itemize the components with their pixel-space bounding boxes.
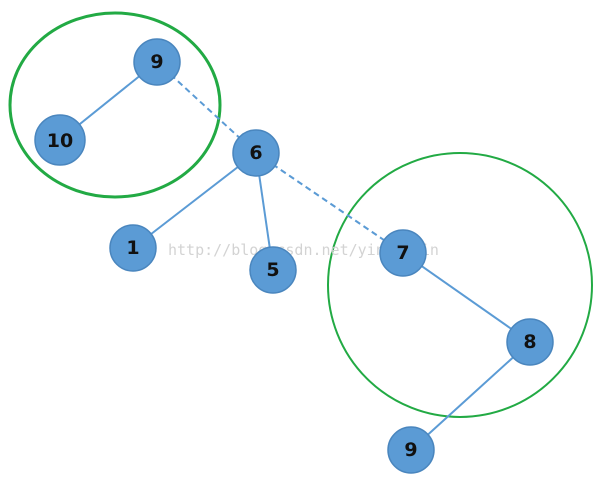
node-label: 9 [150,51,163,73]
node-10: 10 [34,114,86,166]
node-label: 7 [396,242,409,264]
node-5: 5 [249,246,297,294]
node-9-bottom: 9 [387,426,435,474]
node-label: 5 [266,259,279,281]
group-ring-right [327,152,593,418]
group-ring-left [8,11,222,199]
edge-8-9 [410,341,531,451]
edge-7-8 [402,252,531,343]
node-label: 8 [523,331,536,353]
node-8: 8 [506,318,554,366]
node-9-top: 9 [133,38,181,86]
watermark-text: http://blog.csdn.net/yinchenin [168,241,439,259]
node-6: 6 [232,129,280,177]
node-label: 1 [126,237,139,259]
edge-6-1 [132,152,257,249]
node-label: 9 [404,439,417,461]
node-7: 7 [379,229,427,277]
node-label: 6 [249,142,262,164]
node-label: 10 [47,130,73,152]
edge-6-7 [255,152,404,254]
node-1: 1 [109,224,157,272]
